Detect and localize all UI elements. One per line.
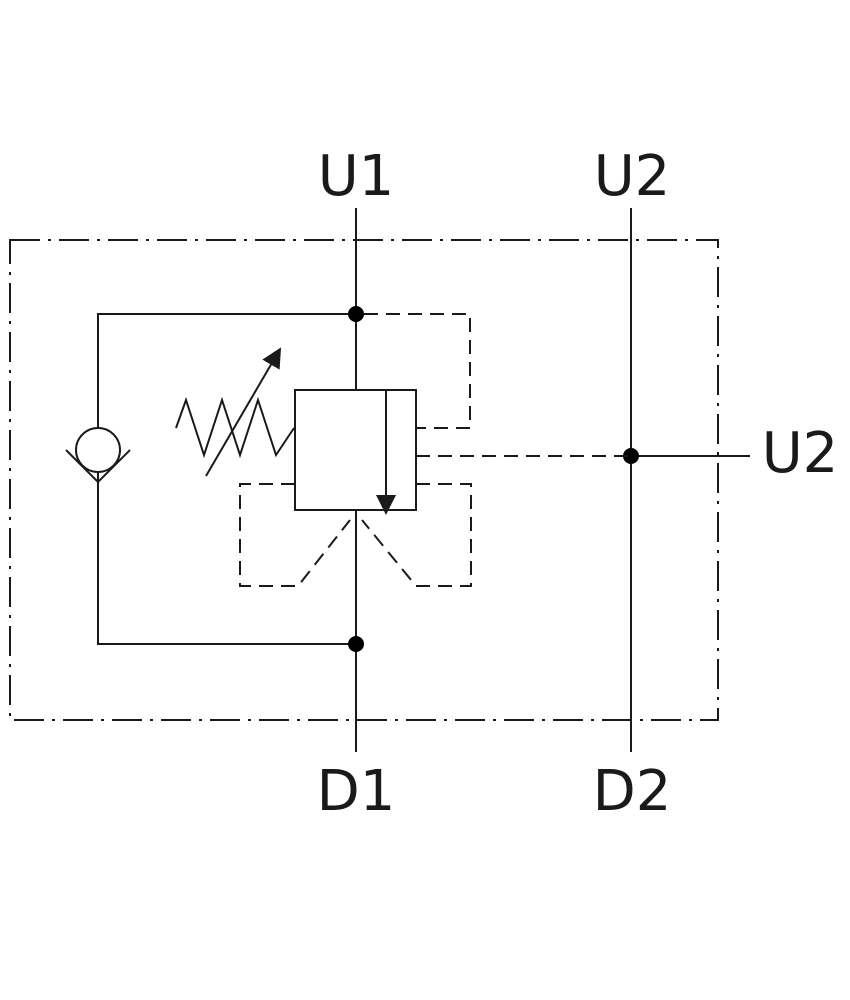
pilot-line-upper	[364, 313, 471, 429]
bypass-line-bottom	[97, 472, 356, 645]
port-label-u1-top: U1	[318, 144, 395, 209]
port-label-u2-top: U2	[594, 144, 671, 209]
bypass-line-top	[97, 313, 356, 428]
junction-node-upper	[348, 306, 364, 322]
adjustment-arrow-icon	[205, 347, 282, 477]
pilot-line-lower-right	[361, 483, 472, 587]
check-valve-symbol	[65, 427, 131, 484]
pilot-line-lower-left	[239, 483, 351, 587]
spring-zigzag	[175, 396, 295, 459]
junction-node-lower	[348, 636, 364, 652]
check-valve-ball	[75, 427, 121, 473]
adjustable-spring-symbol	[175, 347, 295, 477]
check-valve-seat	[65, 449, 131, 484]
valve-body	[294, 389, 417, 515]
junction-node-u2	[623, 448, 639, 464]
port-label-u2-side: U2	[762, 421, 839, 486]
valve-enclosure-boundary	[9, 239, 719, 721]
port-label-d1-bottom: D1	[317, 759, 396, 824]
port-label-d2-bottom: D2	[593, 759, 672, 824]
valve-spool-box	[294, 389, 417, 511]
